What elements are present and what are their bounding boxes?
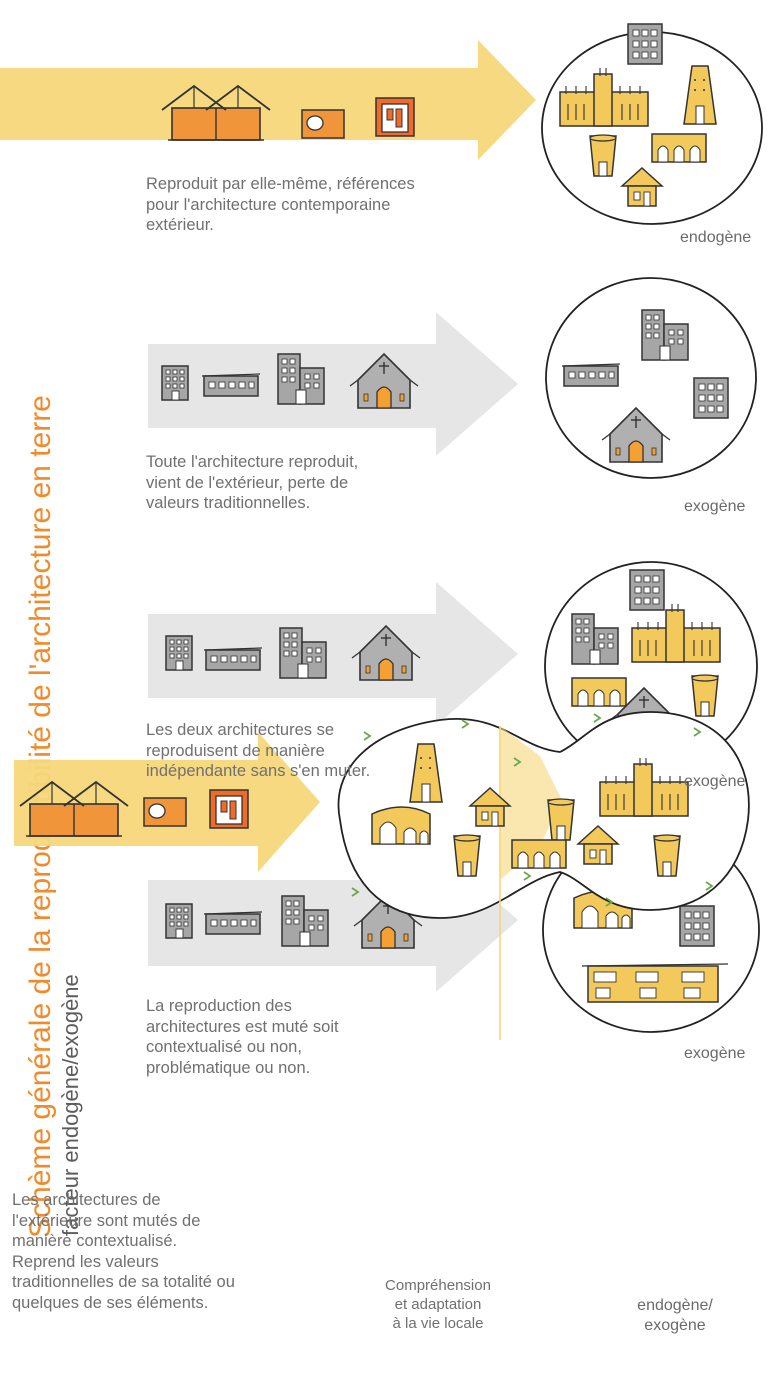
tower-top-icon: [627, 23, 663, 65]
drum-icon: [547, 798, 575, 841]
row5-caption: Les architectures de l'extérieure sont m…: [12, 1191, 235, 1312]
gray-arrow: [148, 312, 518, 456]
gray-arrow: [148, 582, 518, 726]
arched-building-icon: [371, 806, 431, 845]
drum-icon: [691, 674, 719, 717]
drum-icon: [653, 834, 681, 877]
gray-block-icon: [629, 569, 665, 611]
office-block-icon: [165, 635, 193, 671]
office-block-icon: [161, 365, 189, 401]
small-screen-icon: [301, 109, 345, 139]
door-tile-icon: [375, 97, 415, 137]
long-building-icon: [203, 911, 263, 935]
long-building-icon: [203, 647, 263, 671]
long-building-icon: [561, 363, 621, 387]
gray-block-icon: [693, 377, 729, 419]
row1-label: endogène: [680, 229, 752, 246]
drum-icon: [589, 134, 617, 177]
long-building-icon: [201, 373, 261, 397]
arches-icon: [511, 839, 567, 869]
yellow-arrow: [0, 40, 536, 160]
row2-label: exogène: [684, 498, 746, 515]
row4-label: exogène: [684, 1045, 746, 1062]
drum-icon: [453, 834, 481, 877]
row3-label: exogène: [684, 773, 746, 790]
small-screen-icon: [143, 797, 187, 827]
row3-caption: Les deux architectures se reproduisent d…: [146, 721, 371, 780]
arches-icon: [651, 133, 707, 163]
arches-icon: [571, 677, 627, 707]
office-block-icon: [165, 903, 193, 939]
row5-label: endogène/ exogène: [637, 1297, 713, 1334]
row2-caption: Toute l'architecture reproduit, vient de…: [146, 453, 359, 512]
exogene-circle-1: [545, 277, 757, 479]
modern-row-icon: [581, 963, 729, 1003]
row1-caption: Reproduit par elle-même, références pour…: [146, 175, 415, 234]
middle-note: Compréhension et adaptation à la vie loc…: [385, 1277, 491, 1332]
door-tile-icon: [209, 789, 249, 829]
row4-caption: La reproduction des architectures est mu…: [146, 997, 339, 1077]
gray-block-icon: [679, 905, 715, 947]
